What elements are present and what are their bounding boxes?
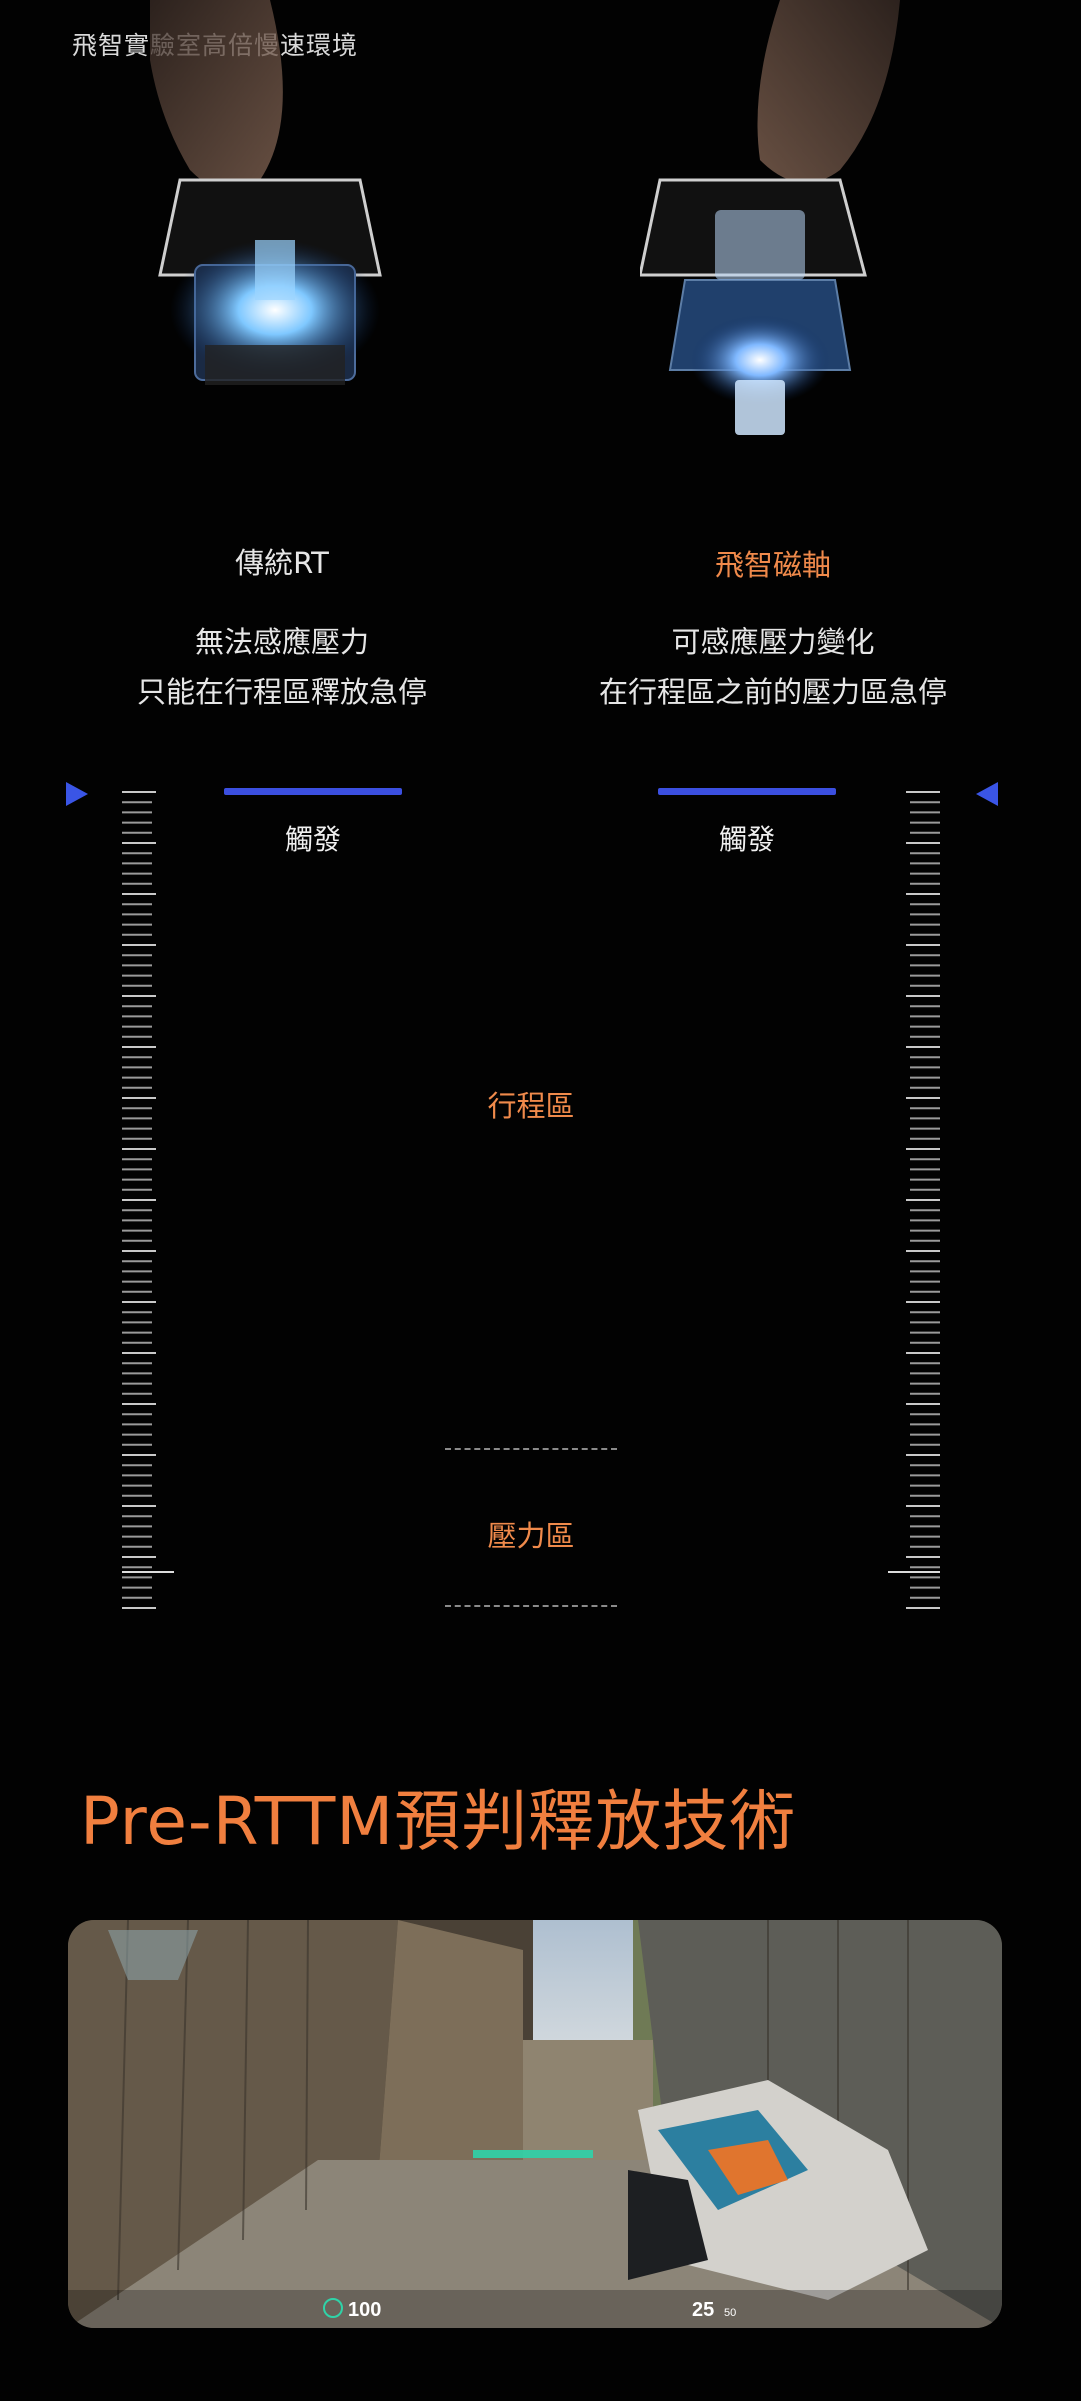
magnetic-trigger-bar [658,788,836,795]
left-travel-ruler [122,791,174,1609]
magnetic-desc-line1: 可感應壓力變化 [671,625,875,659]
traditional-desc-line1: 無法感應壓力 [194,625,369,659]
magnetic-trigger-label: 觸發 [718,823,775,856]
pressure-zone-top-divider [445,1448,617,1450]
right-travel-ruler [888,791,940,1609]
right-position-arrow-icon [976,782,998,806]
magnetic-switch-illustration [640,0,900,435]
pressure-zone-label: 壓力區 [487,1519,575,1553]
game-screenshot: 100 25 50 [68,1920,1002,2328]
pressure-zone-bottom-divider [445,1605,617,1607]
traditional-trigger-label: 觸發 [284,823,341,856]
hud-ammo-reserve-value: 50 [724,2307,736,2319]
traditional-switch-illustration [150,0,382,385]
traditional-trigger-bar [224,788,402,795]
magnetic-desc-line2: 在行程區之前的壓力區急停 [598,675,947,709]
travel-zone-label: 行程區 [487,1089,575,1123]
hud-ammo-value: 25 [692,2299,714,2321]
hud-health-value: 100 [348,2299,381,2321]
magnetic-switch-description: 可感應壓力變化 在行程區之前的壓力區急停 [563,617,983,717]
traditional-desc-line2: 只能在行程區釋放急停 [136,675,427,709]
magnetic-switch-title: 飛智磁軸 [714,548,831,582]
left-position-arrow-icon [66,782,88,806]
traditional-rt-title: 傳統RT [235,546,329,580]
traditional-rt-description: 無法感應壓力 只能在行程區釋放急停 [72,617,492,717]
pre-rt-headline: Pre-RTTM預判釋放技術 [80,1783,797,1860]
